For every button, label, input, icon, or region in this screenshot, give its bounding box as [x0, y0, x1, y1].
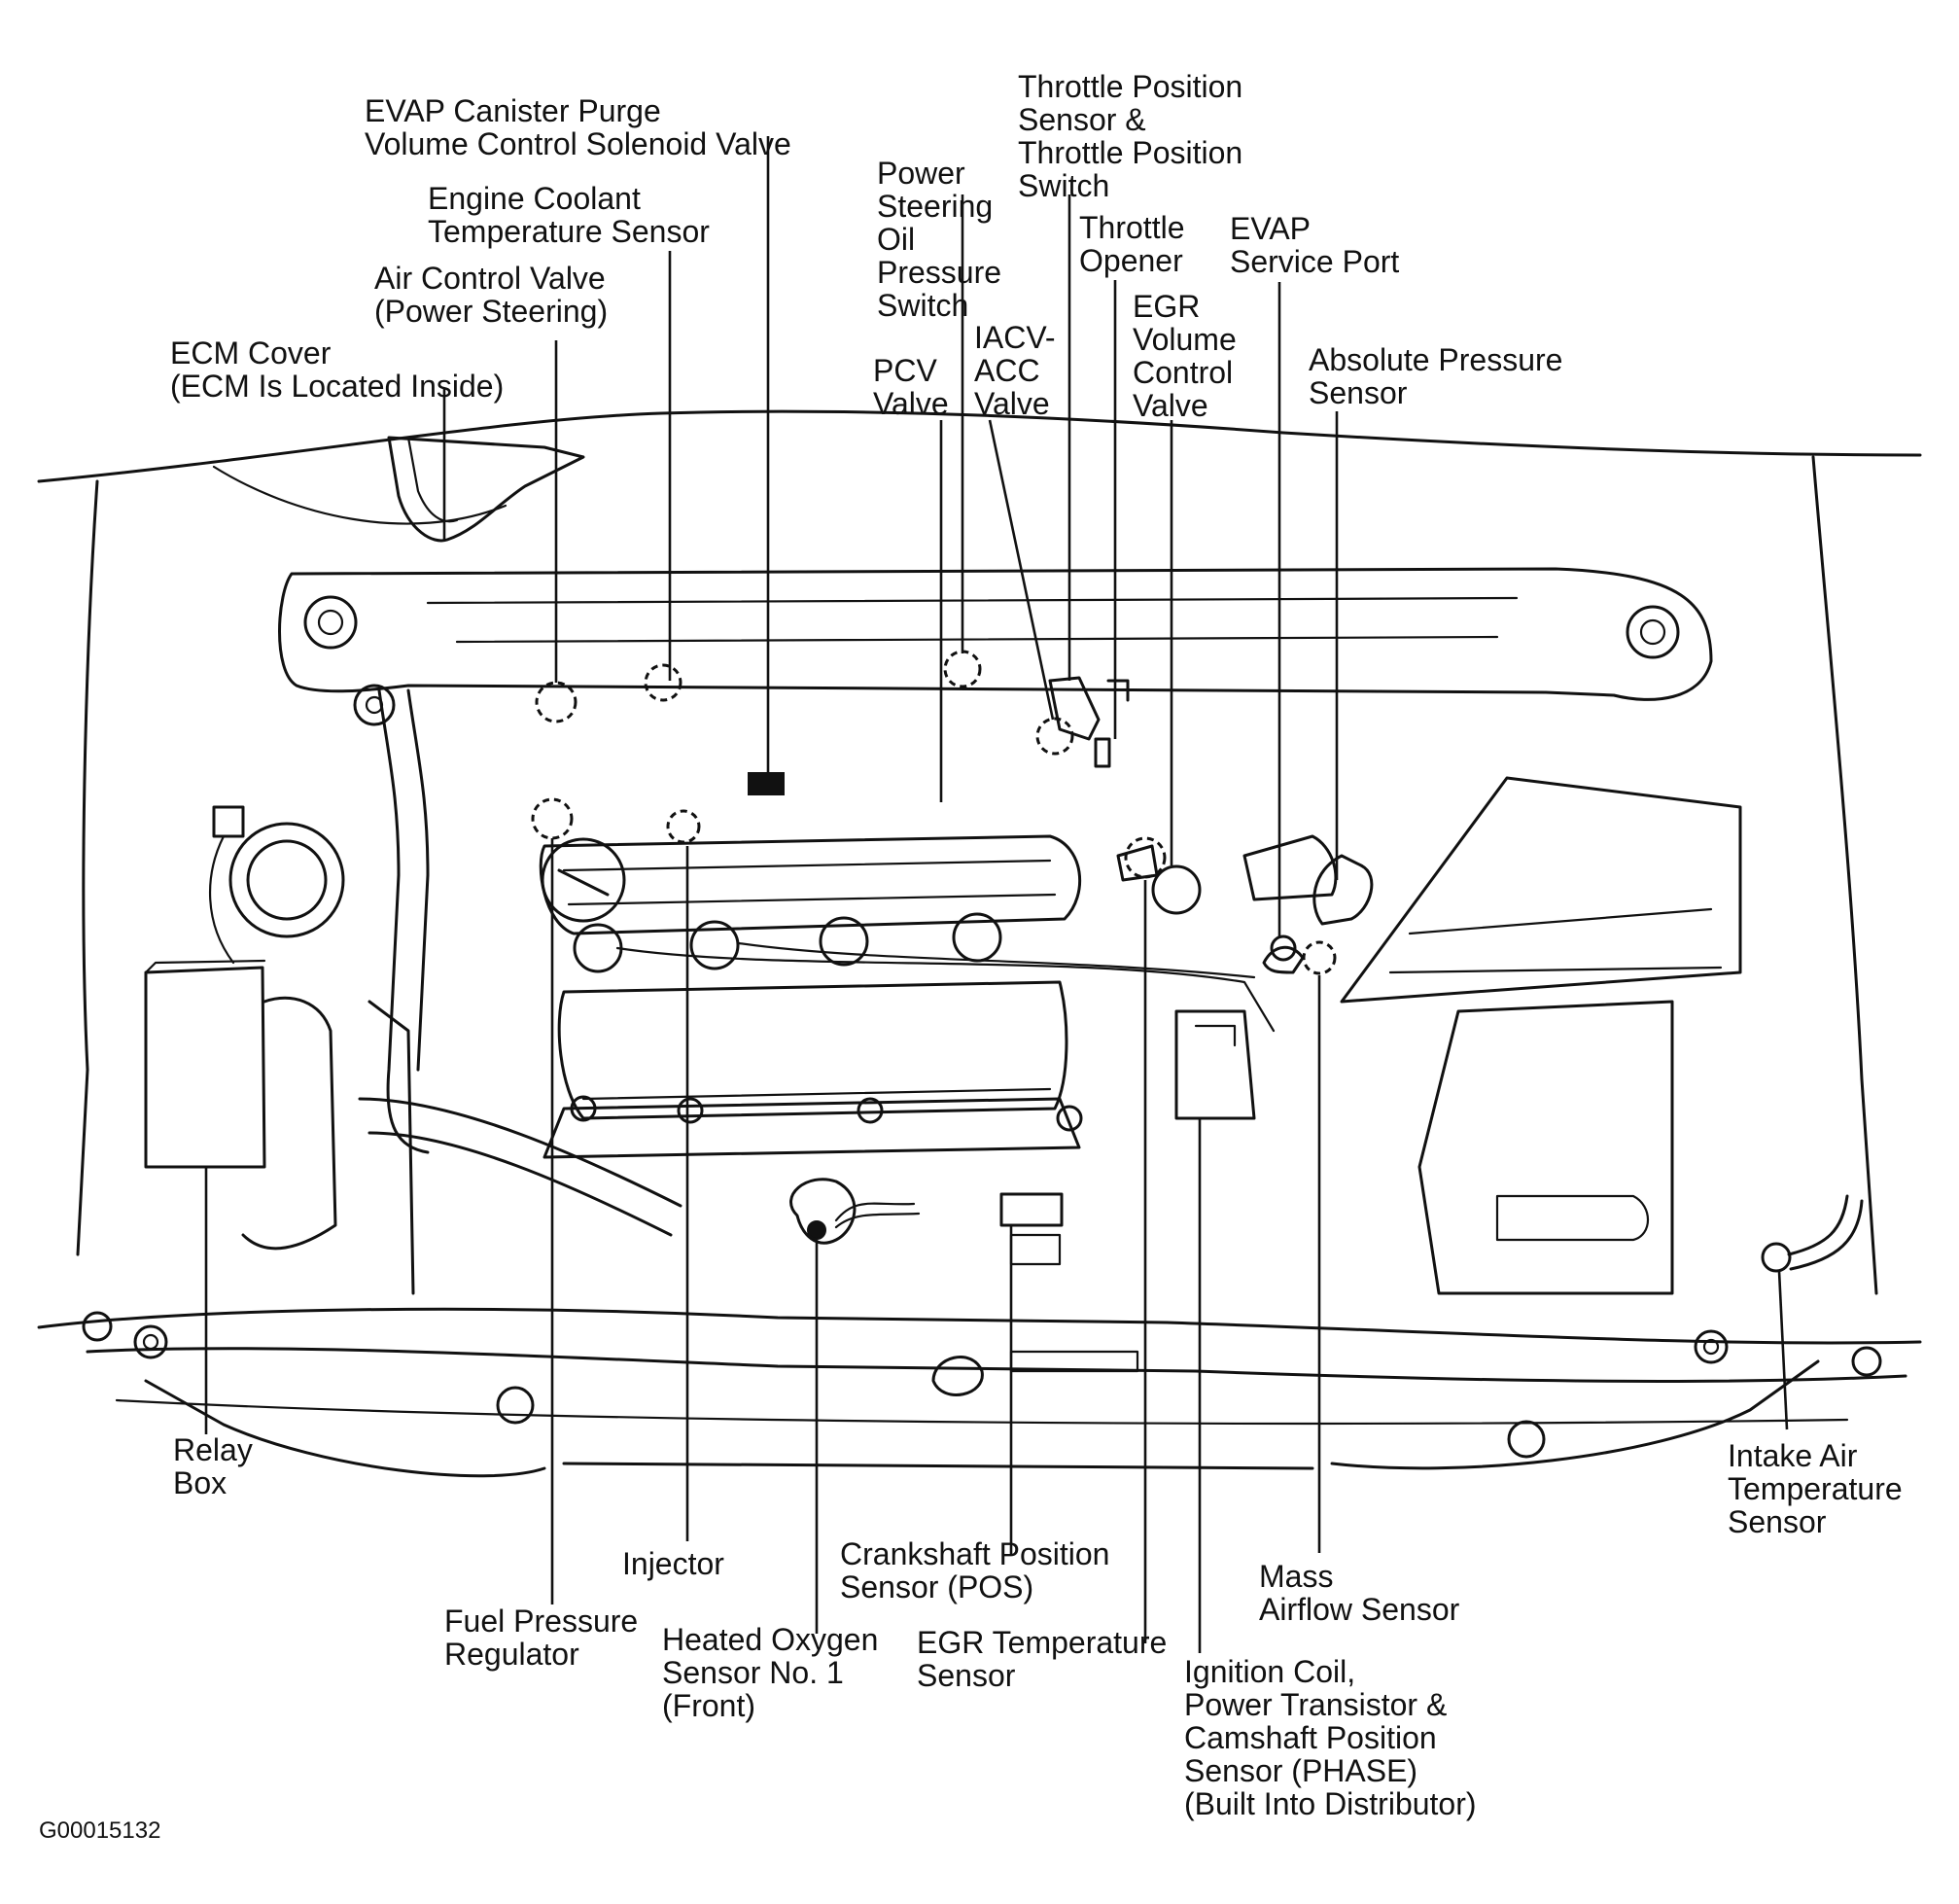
label-ecm-cover: ECM Cover (ECM Is Located Inside): [170, 335, 504, 404]
label-throttle-opener: Throttle Opener: [1079, 210, 1193, 278]
label-relay-box: Relay Box: [173, 1432, 262, 1500]
label-crankshaft-position-sensor: Crankshaft Position Sensor (POS): [840, 1536, 1118, 1604]
label-absolute-pressure-sensor: Absolute Pressure Sensor: [1309, 342, 1571, 410]
label-injector: Injector: [622, 1546, 724, 1581]
label-air-control-valve: Air Control Valve (Power Steering): [374, 261, 614, 329]
label-egr-temperature-sensor: EGR Temperature Sensor: [917, 1625, 1175, 1693]
label-evap-purge-valve: EVAP Canister Purge Volume Control Solen…: [365, 93, 791, 161]
figure-code: G00015132: [39, 1817, 160, 1844]
component-labels: EVAP Canister Purge Volume Control Solen…: [39, 69, 1911, 1844]
label-throttle-position-sensor: Throttle Position Sensor & Throttle Posi…: [1018, 69, 1251, 203]
label-power-steering-oil-pressure-switch: Power Steering Oil Pressure Switch: [877, 156, 1010, 323]
label-mass-airflow-sensor: Mass Airflow Sensor: [1259, 1559, 1460, 1627]
label-evap-service-port: EVAP Service Port: [1230, 211, 1399, 279]
label-ignition-coil-distributor: Ignition Coil, Power Transistor & Camsha…: [1184, 1654, 1477, 1821]
label-egr-volume-control-valve: EGR Volume Control Valve: [1133, 289, 1245, 423]
leader-lines: [204, 136, 1789, 1653]
label-engine-coolant-temperature-sensor: Engine Coolant Temperature Sensor: [428, 181, 710, 249]
label-intake-air-temperature-sensor: Intake Air Temperature Sensor: [1728, 1438, 1911, 1539]
label-heated-oxygen-sensor: Heated Oxygen Sensor No. 1 (Front): [662, 1622, 887, 1723]
label-fuel-pressure-regulator: Fuel Pressure Regulator: [444, 1604, 647, 1672]
engine-compartment-drawing: [37, 409, 1922, 1478]
label-iacv-acc-valve: IACV- ACC Valve: [974, 320, 1064, 421]
label-pcv-valve: PCV Valve: [873, 353, 949, 421]
